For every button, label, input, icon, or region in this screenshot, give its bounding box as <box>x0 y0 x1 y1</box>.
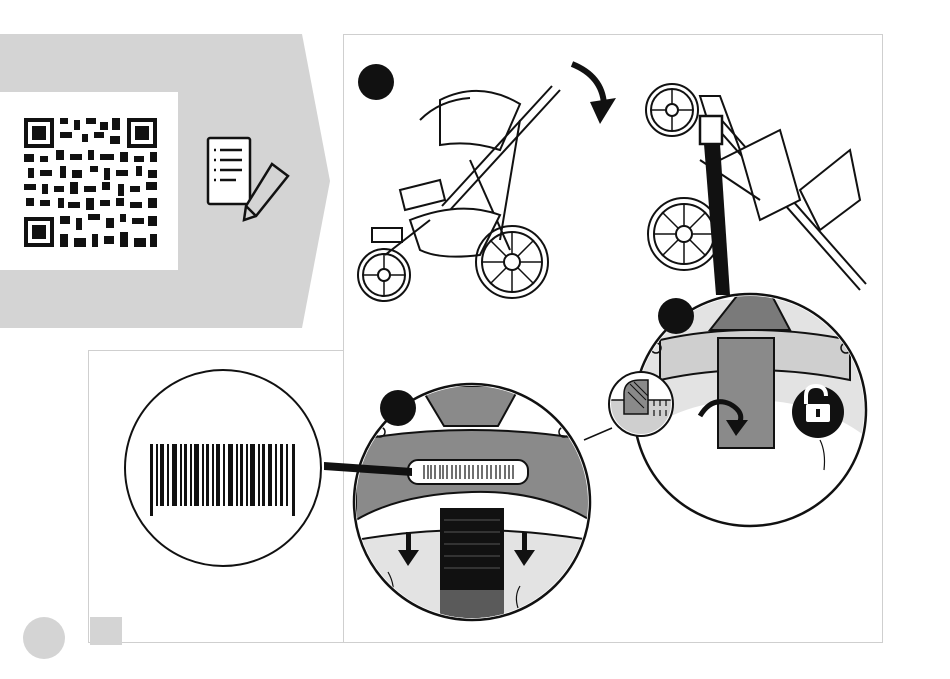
detail-pointer <box>704 144 730 295</box>
page-number-circle <box>23 617 65 659</box>
curved-arrow-icon <box>572 64 616 124</box>
unlock-padlock-icon <box>792 386 844 438</box>
notepad-pencil-icon <box>208 138 288 220</box>
barcode-icon <box>125 370 321 566</box>
page-marker-square <box>90 617 122 645</box>
step-2-marker <box>658 298 694 334</box>
stroller-folding <box>646 84 866 290</box>
connector-line <box>584 428 612 440</box>
qr-code[interactable] <box>24 118 157 247</box>
stroller-unfolded <box>358 86 560 301</box>
step-3-marker <box>380 390 416 426</box>
step-1-marker <box>358 64 394 100</box>
